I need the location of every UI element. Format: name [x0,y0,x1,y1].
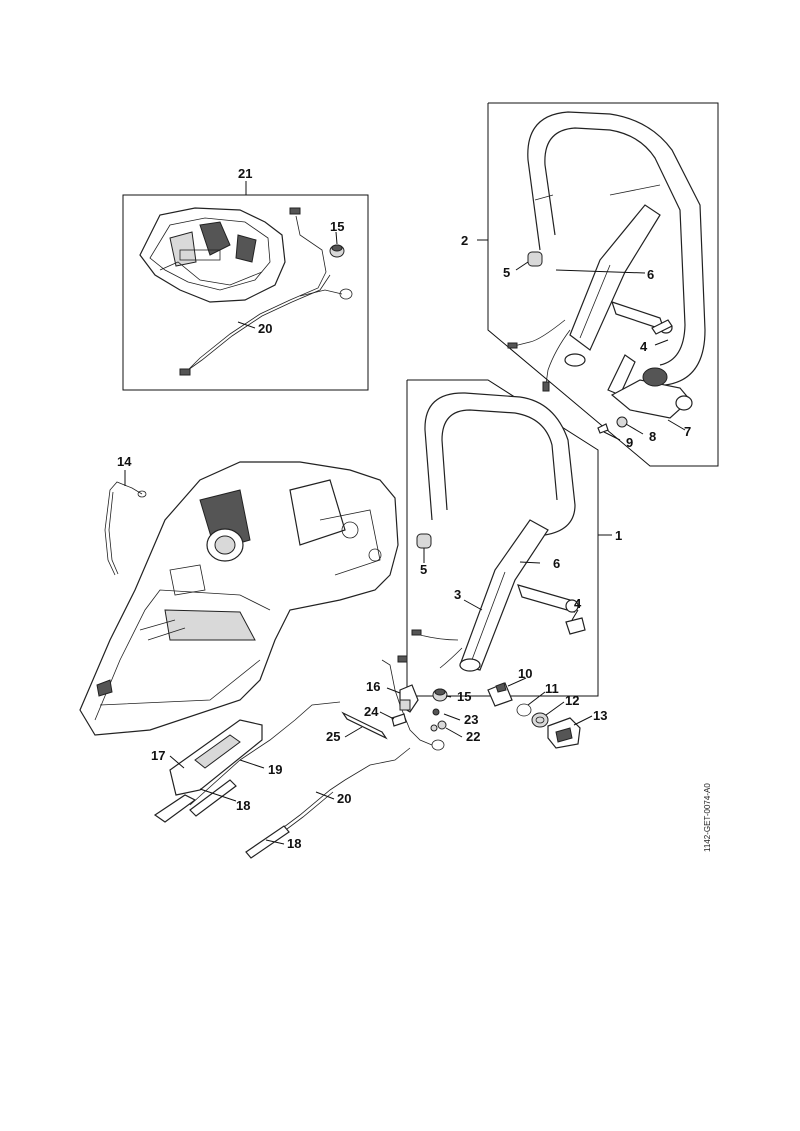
label-6-lower: 6 [553,556,560,571]
group-box-2 [477,102,719,467]
label-12: 12 [565,693,579,708]
label-3: 3 [454,587,461,602]
label-4-lower: 4 [574,596,582,611]
label-20-lower: 20 [337,791,351,806]
wire-14-illustration [104,481,147,576]
label-20-upper: 20 [258,321,272,336]
label-11: 11 [545,681,559,696]
throttle-parts-left [153,701,341,823]
label-16: 16 [366,679,380,694]
label-7: 7 [684,424,691,439]
label-13: 13 [593,708,607,723]
leader-lines [124,231,686,845]
chainsaw-body-illustration [79,461,399,736]
part-number-labels: 1 2 3 4 4 5 5 6 6 7 8 9 10 11 12 13 14 1… [117,166,691,851]
label-15-upper: 15 [330,219,344,234]
label-18-upper: 18 [236,798,250,813]
label-19: 19 [268,762,282,777]
document-id: 1142-GET-0074-A0 [703,783,712,852]
label-15-lower: 15 [457,689,471,704]
label-17: 17 [151,748,165,763]
label-2: 2 [461,233,468,248]
label-21: 21 [238,166,252,181]
group-box-21 [122,181,369,391]
upper-handlebar-illustration [507,111,706,434]
front-handlebar-illustration [411,392,586,672]
small-parts-right [487,682,581,749]
label-23: 23 [464,712,478,727]
label-4-upper: 4 [640,339,648,354]
handle-housing-illustration [139,207,286,303]
label-18-lower: 18 [287,836,301,851]
label-6-upper: 6 [647,267,654,282]
label-25: 25 [326,729,340,744]
wire-harness-lower [245,655,445,859]
label-5-upper: 5 [503,265,510,280]
label-14: 14 [117,454,132,469]
wire-harness-top [179,207,353,376]
label-8: 8 [649,429,656,444]
label-22: 22 [466,729,480,744]
label-10: 10 [518,666,532,681]
label-24: 24 [364,704,379,719]
small-parts-center [341,684,448,740]
label-1: 1 [615,528,622,543]
label-5-lower: 5 [420,562,427,577]
label-9: 9 [626,435,633,450]
